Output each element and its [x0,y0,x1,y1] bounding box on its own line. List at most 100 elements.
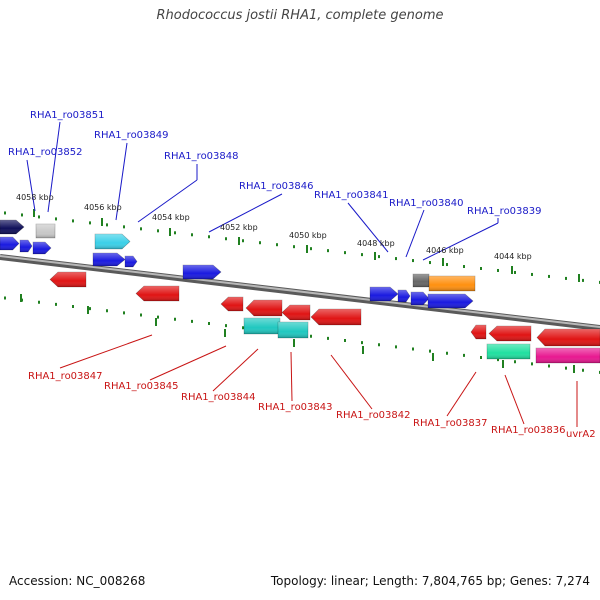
scale-tick [502,360,504,368]
label-leader-line [149,345,227,381]
gene-arrow-shade [278,322,308,338]
scale-dot [293,245,295,249]
scale-dot [89,307,91,311]
scale-dot [344,339,346,342]
genome-summary: Topology: linear; Length: 7,804,765 bp; … [270,574,590,588]
label-leader-line [290,351,293,402]
scale-dot [123,225,125,229]
scale-dot [191,233,193,237]
gene-label[interactable]: RHA1_ro03847 [28,371,103,382]
gene-arrow-shade [0,220,24,234]
label-leader-line [504,374,525,425]
scale-dot [361,253,363,257]
scale-dot [157,315,159,319]
scale-tick [20,294,22,302]
scale-dot [361,341,363,345]
gene-label[interactable]: RHA1_ro03844 [181,392,256,403]
scale-tick [87,306,89,314]
scale-dot [310,247,312,251]
tick-label: 4050 kbp [289,231,327,240]
scale-tick [432,353,434,361]
scale-dot [480,356,482,359]
gene-arrow-shade [95,234,130,249]
gene-arrow-shade [487,344,530,359]
label-leader-line [330,354,373,410]
gene-label[interactable]: uvrA2 [566,429,596,440]
scale-dot [429,349,431,353]
gene-arrow-shade [136,286,179,301]
scale-dot [565,276,567,280]
label-leader-line [59,334,153,369]
scale-dot [480,267,482,270]
scale-dot [531,272,533,276]
scale-dot [327,336,329,340]
scale-dot [225,237,227,241]
label-leader-line [26,159,36,212]
label-leader-line [115,142,128,221]
scale-dot [378,255,380,259]
scale-dot [395,345,397,349]
gene-label[interactable]: RHA1_ro03840 [389,198,464,209]
scale-tick [362,346,364,354]
gene-label[interactable]: RHA1_ro03843 [258,402,333,413]
gene-arrow-shade [398,290,410,302]
label-leader-line [212,348,259,392]
gene-arrow-shade [221,297,243,311]
scale-dot [463,265,465,269]
scale-dot [55,217,57,221]
scale-dot [344,251,346,255]
gene-arrow-shade [36,224,55,238]
tick-label: 4048 kbp [357,239,395,248]
gene-arrow-shade [429,276,475,291]
gene-label[interactable]: RHA1_ro03849 [94,130,169,141]
gene-arrow-shade [244,318,280,334]
tick-label: 4046 kbp [426,246,464,255]
scale-tick [155,318,157,326]
scale-dot [55,302,57,306]
scale-tick [374,252,376,260]
gene-arrow-shade [428,294,473,308]
scale-tick [573,365,575,373]
gene-arrow-shade [311,309,361,325]
gene-label[interactable]: RHA1_ro03841 [314,190,389,201]
scale-dot [191,319,193,323]
gene-label[interactable]: RHA1_ro03837 [413,418,488,429]
scale-dot [208,235,210,239]
scale-dot [225,324,227,328]
scale-dot [497,358,499,362]
scale-dot [582,278,584,282]
gene-label[interactable]: RHA1_ro03852 [8,147,83,158]
scale-tick [224,329,226,337]
scale-tick [442,258,444,266]
scale-dot [38,215,40,219]
gene-arrow-shade [0,237,19,250]
scale-tick [578,274,580,282]
scale-dot [4,296,6,300]
tick-label: 4054 kbp [152,213,190,222]
gene-label[interactable]: RHA1_ro03836 [491,425,566,436]
gene-label[interactable]: RHA1_ro03845 [104,381,179,392]
gene-label[interactable]: RHA1_ro03851 [30,110,105,121]
gene-label[interactable]: RHA1_ro03842 [336,410,411,421]
label-leader-line [137,179,198,223]
gene-arrow-shade [50,272,86,287]
genome-backbone-highlight [0,255,600,328]
scale-dot [531,362,533,366]
gene-label[interactable]: RHA1_ro03839 [467,206,542,217]
scale-dot [514,270,516,274]
gene-arrow-shade [93,253,125,266]
scale-dot [429,261,431,265]
scale-dot [446,263,448,267]
gene-arrow-shade [33,242,51,254]
scale-dot [174,231,176,235]
scale-dot [106,223,108,227]
tick-label: 4044 kbp [494,252,532,261]
scale-tick [306,245,308,253]
label-leader-line [405,209,425,258]
gene-label[interactable]: RHA1_ro03848 [164,151,239,162]
gene-label[interactable]: RHA1_ro03846 [239,181,314,192]
scale-dot [276,243,278,247]
scale-dot [259,241,261,245]
scale-dot [242,326,244,330]
